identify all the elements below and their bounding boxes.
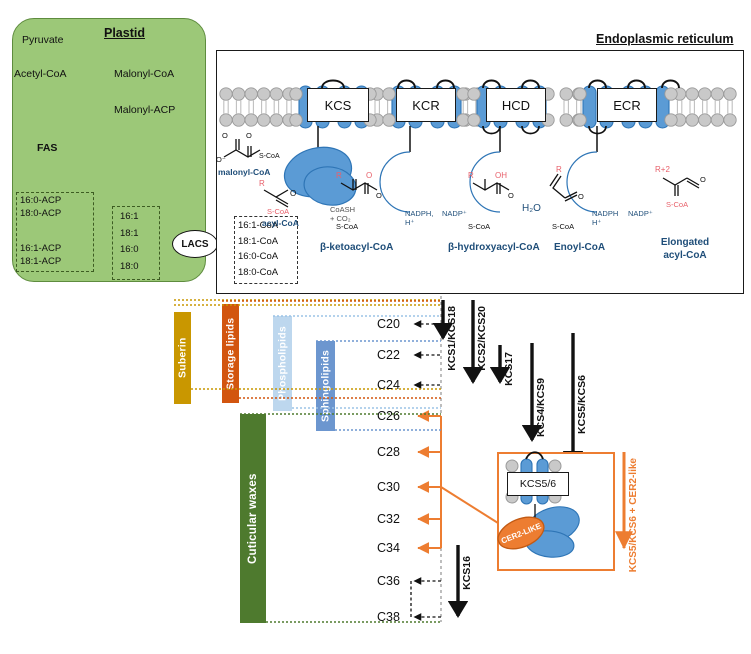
coa-item: 18:0-CoA — [238, 266, 279, 278]
chain-label-c22: C22 — [377, 348, 400, 362]
er-header: Endoplasmic reticulum — [596, 32, 734, 46]
acp-species-box — [16, 192, 94, 272]
cofactor-water: H₂O — [522, 203, 541, 214]
enzyme-box-ecr[interactable]: ECR — [597, 88, 657, 122]
cofactor-nadph-2: NADPH H⁺ — [592, 209, 618, 227]
node-pyruvate: Pyruvate — [22, 34, 64, 46]
chain-label-c32: C32 — [377, 512, 400, 526]
label-scoa-acyl: S-CoA — [267, 207, 290, 216]
svg-text:R: R — [556, 165, 562, 174]
coa-item: 16:1-CoA — [238, 220, 279, 231]
elongated-line1: Elongated — [660, 237, 710, 248]
fa-item: 18:1 — [120, 227, 139, 239]
chain-label-c28: C28 — [377, 445, 400, 459]
chain-label-c38: C38 — [377, 610, 400, 624]
label-acyl-coa: acyl-CoA — [262, 218, 299, 228]
acp-item: 18:1-ACP — [20, 256, 62, 267]
cofactor-nadph-1: NADPH, H⁺ — [405, 209, 433, 227]
svg-text:O: O — [246, 131, 252, 140]
label-hydroxyacyl-coa: β-hydroxyacyl-CoA — [448, 242, 540, 253]
coa-list: 16:1-CoA 18:1-CoA 16:0-CoA 18:0-CoA — [238, 218, 278, 280]
node-fas: FAS — [37, 142, 58, 154]
h2-label: H⁺ — [592, 218, 602, 227]
node-malonyl-acp: Malonyl-ACP — [114, 104, 176, 116]
svg-text:O⁻: O⁻ — [216, 155, 226, 164]
svg-text:S-CoA: S-CoA — [259, 153, 280, 160]
enzyme-box-hcd[interactable]: HCD — [486, 88, 546, 122]
coash-label: CoASH — [330, 205, 356, 214]
kcs-arrows — [432, 300, 584, 619]
nadph-label: NADPH, — [405, 209, 434, 218]
cofactor-coash: CoASH + CO₂ — [330, 205, 355, 223]
label-scoa-enoyl: S-CoA — [552, 222, 575, 231]
svg-text:O: O — [366, 171, 372, 180]
plastid-header: Plastid — [104, 26, 145, 40]
svg-text:R+2: R+2 — [655, 165, 670, 174]
acp-item: 16:0-ACP — [20, 195, 62, 206]
fa-item: 18:0 — [120, 260, 139, 272]
svg-text:O: O — [508, 191, 514, 200]
chain-label-c30: C30 — [377, 480, 400, 494]
co2-label: + CO₂ — [330, 214, 351, 223]
cofactor-nadp-1: NADP⁺ — [442, 209, 467, 218]
acp-bottom-list: 16:1-ACP 18:1-ACP — [20, 242, 61, 268]
svg-text:R: R — [336, 171, 342, 180]
coa-item: 18:1-CoA — [238, 235, 279, 247]
acp-item: 18:0-ACP — [20, 208, 62, 219]
elongated-line2: acyl-CoA — [663, 250, 707, 261]
enzyme-box-kcs5-6[interactable]: KCS5/6 — [507, 472, 569, 496]
chain-label-c34: C34 — [377, 541, 400, 555]
svg-text:R: R — [468, 171, 474, 180]
acp-item: 16:1-ACP — [20, 243, 62, 254]
free-fa-list: 16:1 18:1 16:0 18:0 — [120, 209, 139, 275]
enzyme-box-kcs[interactable]: KCS — [307, 88, 369, 122]
label-ketoacyl-coa: β-ketoacyl-CoA — [320, 242, 394, 253]
fa-item: 16:1 — [120, 211, 139, 222]
label-scoa-hydroxy: S-CoA — [468, 222, 491, 231]
label-scoa-elongated: S-CoA — [666, 200, 689, 209]
orange-connector — [417, 410, 499, 554]
svg-text:O: O — [700, 175, 706, 184]
nadph2-label: NADPH — [592, 209, 619, 218]
svg-text:O: O — [222, 131, 228, 140]
fa-item: 16:0 — [120, 244, 139, 255]
coa-species-box — [234, 216, 298, 284]
label-scoa-keto: S-CoA — [336, 222, 359, 231]
svg-text:R: R — [259, 179, 265, 188]
label-malonyl-coa: malonyl-CoA — [218, 167, 271, 177]
cer2-arrow-label: KCS5/KCS6 + CER2-like — [628, 458, 639, 573]
chain-label-c24: C24 — [377, 378, 400, 392]
label-enoyl-coa: Enoyl-CoA — [554, 242, 606, 253]
cofactor-nadp-2: NADP⁺ — [628, 209, 653, 218]
node-malonyl-coa: Malonyl-CoA — [114, 68, 175, 80]
svg-text:OH: OH — [495, 171, 507, 180]
svg-text:O: O — [376, 191, 382, 200]
svg-text:O: O — [290, 189, 296, 198]
acp-top-list: 16:0-ACP 18:0-ACP — [20, 194, 61, 220]
svg-text:O: O — [578, 192, 584, 201]
h-label: H⁺ — [405, 218, 415, 227]
label-elongated-acyl-coa: Elongated acyl-CoA — [648, 236, 722, 262]
chain-label-c26: C26 — [377, 409, 400, 423]
free-fa-box — [112, 206, 160, 280]
coa-item: 16:0-CoA — [238, 251, 279, 262]
enzyme-box-kcr[interactable]: KCR — [396, 88, 456, 122]
chain-label-c36: C36 — [377, 574, 400, 588]
chain-dashed-arrows-low — [410, 577, 441, 621]
chain-dashed-arrows — [413, 320, 440, 389]
chain-label-c20: C20 — [377, 317, 400, 331]
node-acetyl-coa: Acetyl-CoA — [14, 68, 67, 80]
